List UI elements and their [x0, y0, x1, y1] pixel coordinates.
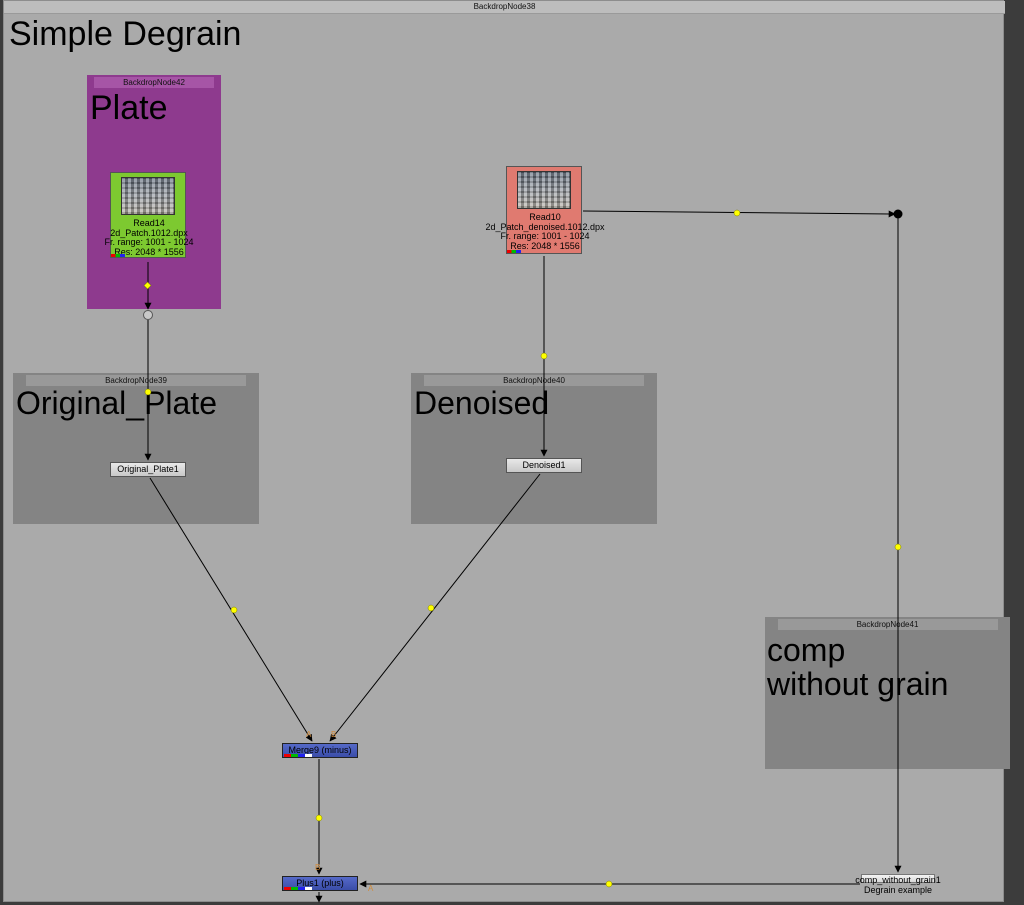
backdrop-header[interactable]: BackdropNode40 — [424, 375, 644, 386]
original-plate1-node[interactable]: Original_Plate1 — [110, 462, 186, 477]
backdrop-title: Simple Degrain — [9, 15, 242, 53]
channel-indicator — [284, 754, 312, 757]
comp-without-grain1-sublabel: Degrain example — [863, 885, 933, 895]
backdrop-comp-without-grain[interactable]: BackdropNode41 comp without grain — [765, 617, 1010, 769]
backdrop-header[interactable]: BackdropNode42 — [94, 77, 214, 88]
thumbnail-image — [121, 177, 175, 215]
merge9-node[interactable]: Merge9 (minus) — [282, 743, 358, 758]
backdrop-title: comp without grain — [767, 632, 949, 702]
read10-node[interactable]: Read10 2d_Patch_denoised.1012.dpx Fr. ra… — [485, 166, 605, 254]
node-frame-range: Fr. range: 1001 - 1024 — [104, 237, 194, 247]
thumbnail-image — [517, 171, 571, 209]
node-resolution: Res: 2048 * 1556 — [114, 246, 184, 257]
backdrop-title: Denoised — [414, 385, 550, 421]
channel-indicator — [284, 887, 312, 890]
backdrop-title: Original_Plate — [16, 385, 217, 421]
backdrop-title: Plate — [90, 89, 168, 127]
node-name: Original_Plate1 — [117, 464, 179, 474]
backdrop-original-plate[interactable]: BackdropNode39 Original_Plate — [13, 373, 259, 524]
backdrop-header[interactable]: BackdropNode39 — [26, 375, 246, 386]
node-name: Denoised1 — [522, 460, 566, 470]
channel-indicator — [507, 250, 521, 253]
node-name: Plus1 (plus) — [296, 878, 344, 888]
node-frame-range: Fr. range: 1001 - 1024 — [500, 231, 590, 241]
node-file: 2d_Patch.1012.dpx — [110, 227, 188, 238]
comp-without-grain1-node[interactable] — [861, 874, 935, 883]
backdrop-header[interactable]: BackdropNode41 — [777, 619, 998, 630]
node-name: Read10 — [529, 212, 561, 222]
read14-node[interactable]: Read14 2d_Patch.1012.dpx Fr. range: 1001… — [104, 172, 194, 258]
denoised1-node[interactable]: Denoised1 — [506, 458, 582, 473]
plus1-node[interactable]: Plus1 (plus) — [282, 876, 358, 891]
backdrop-denoised[interactable]: BackdropNode40 Denoised — [411, 373, 657, 524]
channel-indicator — [111, 254, 125, 257]
node-name: Read14 — [133, 218, 165, 228]
backdrop-header[interactable]: BackdropNode38 — [4, 1, 1005, 14]
node-name: Merge9 (minus) — [288, 745, 352, 755]
comp-without-grain1-name: comp_without_grain1 — [855, 875, 941, 885]
node-file: 2d_Patch_denoised.1012.dpx — [485, 221, 605, 232]
node-resolution: Res: 2048 * 1556 — [510, 240, 580, 251]
